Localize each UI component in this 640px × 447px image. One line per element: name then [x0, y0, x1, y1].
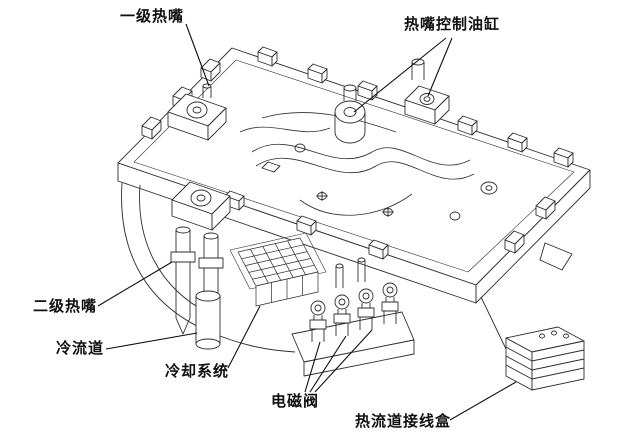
solenoid-valve-bank [291, 257, 415, 377]
label-secondary-hot-nozzle: 二级热嘴 [33, 297, 98, 315]
label-primary-hot-nozzle: 一级热嘴 [120, 7, 185, 25]
junction-box [480, 296, 585, 391]
primary-nozzle-assembly [167, 83, 227, 141]
label-solenoid-valve: 电磁阀 [271, 392, 320, 410]
plate-details [261, 143, 573, 271]
control-cylinders [334, 58, 450, 144]
label-cooling-system: 冷却系统 [165, 362, 230, 380]
label-hot-nozzle-control-cylinder: 热嘴控制油缸 [404, 15, 501, 33]
label-hot-runner-junction-box: 热流道接线盒 [355, 412, 452, 430]
cold-runner-part [195, 290, 221, 350]
runner-channels [239, 112, 475, 216]
cooling-block [229, 232, 327, 307]
leader-lines [97, 23, 517, 421]
label-cold-runner: 冷流道 [56, 339, 105, 357]
